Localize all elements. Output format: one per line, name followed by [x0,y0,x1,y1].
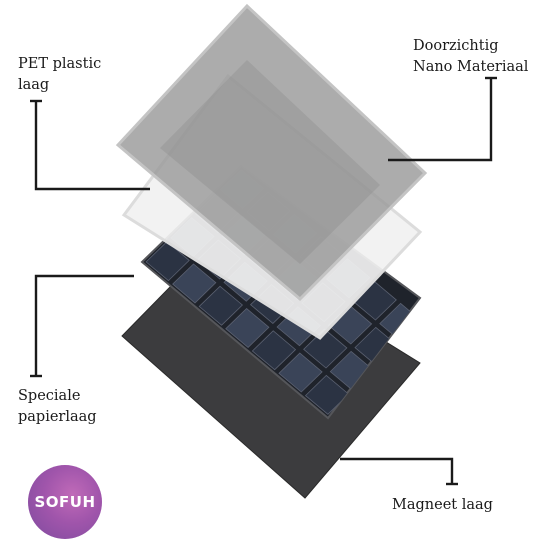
solar-cell [251,330,297,371]
connector-pet [34,101,150,191]
solar-cell [225,308,270,348]
solar-cell [278,352,323,393]
logo-text: SOFUH [34,493,96,511]
solar-cell [172,263,217,304]
label-special-paper-layer: Speciale papierlaag [18,388,97,425]
solar-cell [198,285,243,326]
label-transparent-nano-material: Doorzichtig Nano Materiaal [413,38,529,75]
sofuh-logo: SOFUH [28,465,102,539]
connector-magneet [340,457,454,484]
label-magnet-layer: Magneet laag [392,497,493,513]
connector-speciale [34,274,134,376]
solar-cell [145,241,190,282]
connector-lines [30,76,497,486]
label-pet-plastic-layer: PET plastic laag [18,56,102,93]
connector-nano [388,78,493,162]
nano-layer [115,3,428,302]
